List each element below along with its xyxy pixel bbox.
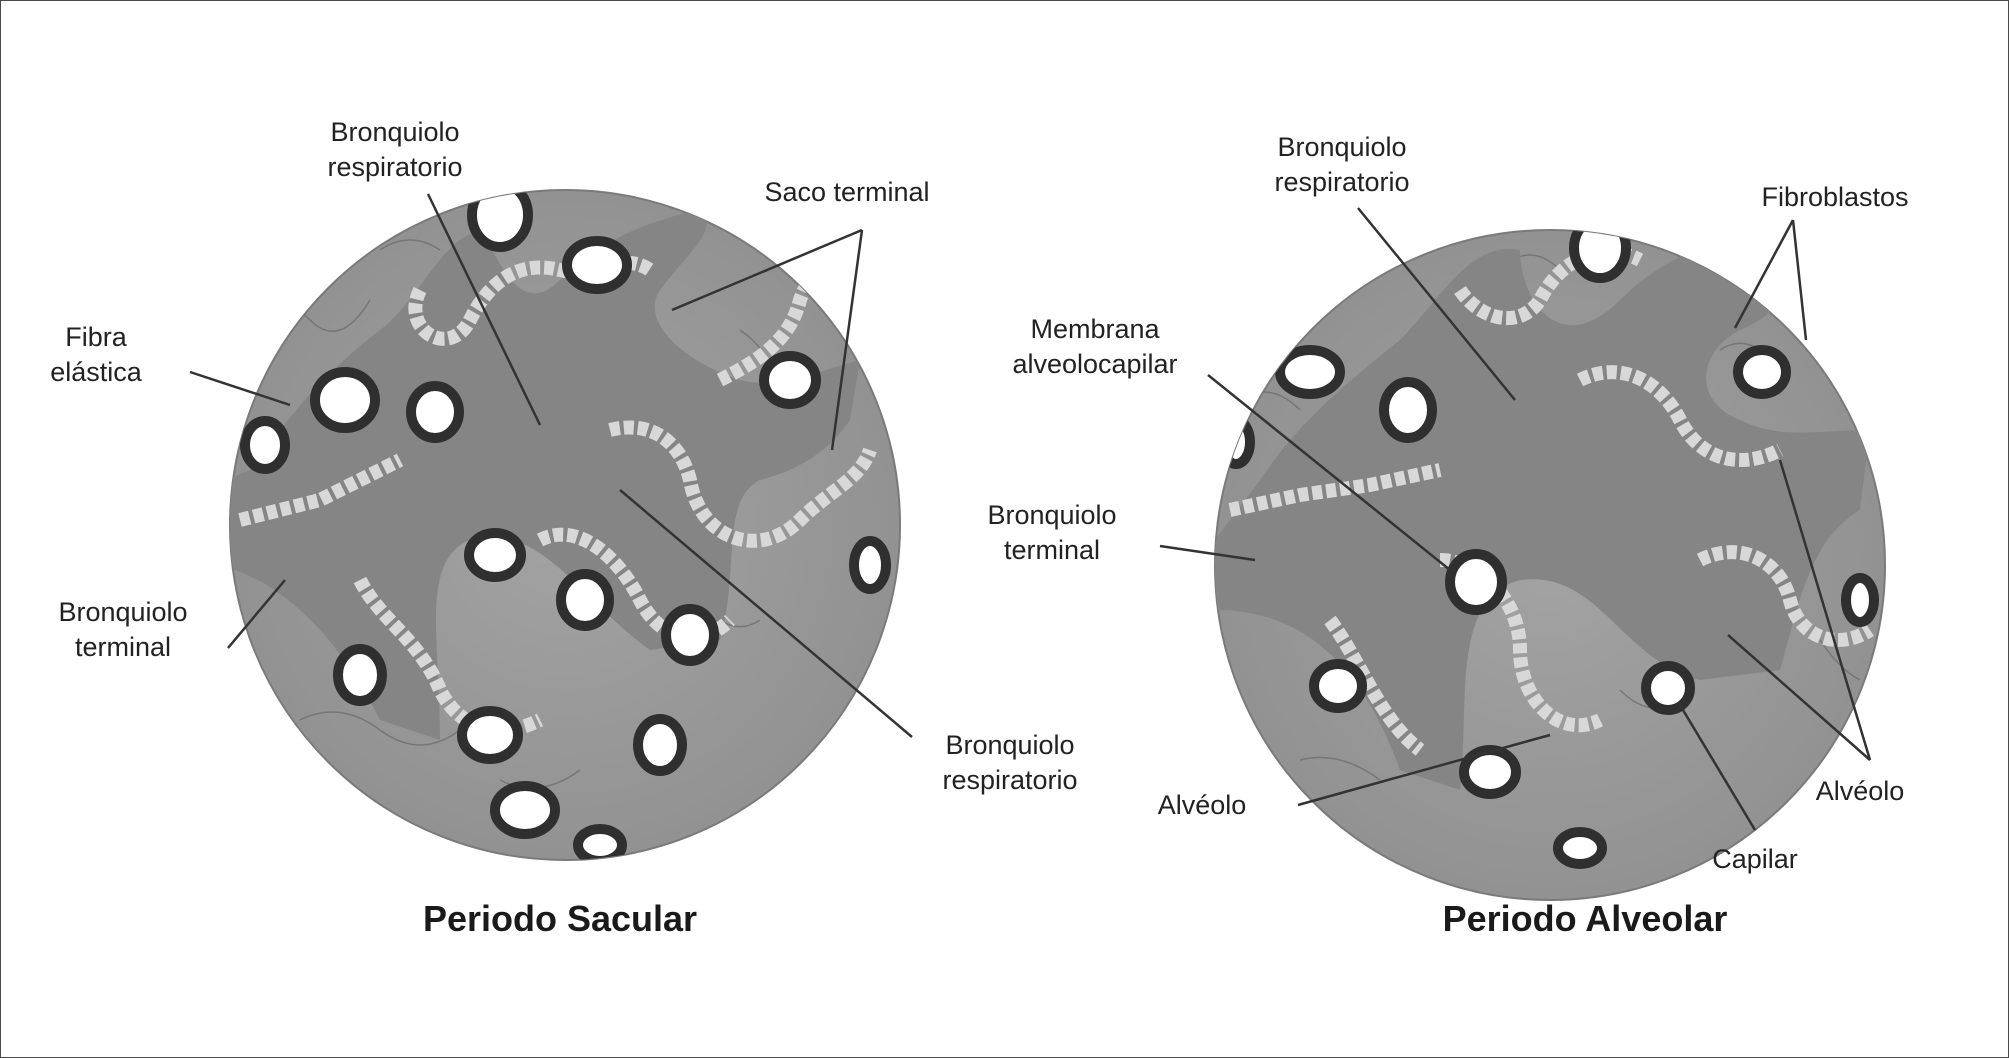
label-alveolo-left: Alvéolo <box>1157 790 1247 820</box>
label-capilar: Capilar <box>1712 844 1798 874</box>
label-fibroblastos: Fibroblastos <box>1761 182 1909 212</box>
label-bronquiolo-respiratorio-bottom: Bronquiolo respiratorio <box>942 730 1078 795</box>
alveolar-leader-lines <box>1159 207 1872 831</box>
label-saco-terminal: Saco terminal <box>764 177 930 207</box>
label-bronquiolo-respiratorio-right: Bronquiolo respiratorio <box>1274 132 1410 197</box>
alveolar-diagram <box>1159 207 1886 901</box>
title-periodo-sacular: Periodo Sacular <box>422 898 698 939</box>
saccular-capillary-cells <box>240 190 891 860</box>
alveolar-lumen <box>1215 238 1870 790</box>
label-fibra-elastica: Fibra elástica <box>50 322 142 387</box>
saccular-diagram <box>189 189 913 861</box>
label-bronquiolo-terminal-right: Bronquiolo terminal <box>987 500 1117 565</box>
label-bronquiolo-terminal-left: Bronquiolo terminal <box>58 597 188 662</box>
alveolar-wall-chains <box>1228 245 1874 756</box>
label-alveolo-right: Alvéolo <box>1815 776 1905 806</box>
saccular-leader-lines <box>189 193 913 738</box>
label-bronquiolo-respiratorio-top: Bronquiolo respiratorio <box>327 117 463 182</box>
label-membrana-alveolocapilar: Membrana alveolocapilar <box>1012 314 1178 379</box>
alveolar-capillary-cells <box>1217 230 1879 869</box>
title-periodo-alveolar: Periodo Alveolar <box>1442 898 1728 939</box>
